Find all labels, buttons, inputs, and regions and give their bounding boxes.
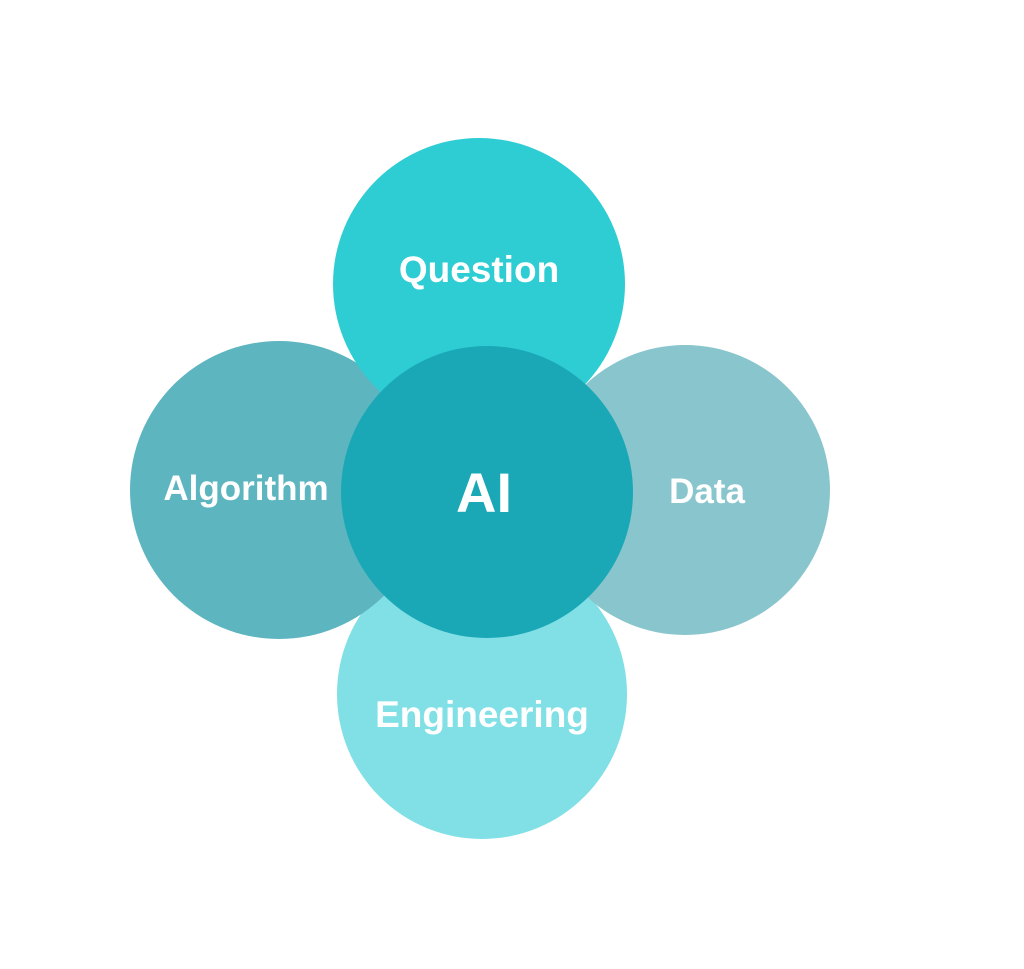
- ai-center-node: AI: [341, 346, 633, 638]
- ai-center-circle: [341, 346, 633, 638]
- algorithm-circle: [130, 341, 428, 639]
- question-circle: [333, 138, 625, 430]
- question-node: Question: [333, 138, 625, 430]
- engineering-label: Engineering: [375, 694, 589, 735]
- question-label: Question: [399, 249, 559, 290]
- data-label: Data: [669, 472, 745, 511]
- engineering-circle: [337, 549, 627, 839]
- algorithm-label: Algorithm: [163, 469, 328, 508]
- algorithm-node: Algorithm: [130, 341, 428, 639]
- engineering-node: Engineering: [337, 549, 627, 839]
- ai-center-label: AI: [456, 461, 512, 524]
